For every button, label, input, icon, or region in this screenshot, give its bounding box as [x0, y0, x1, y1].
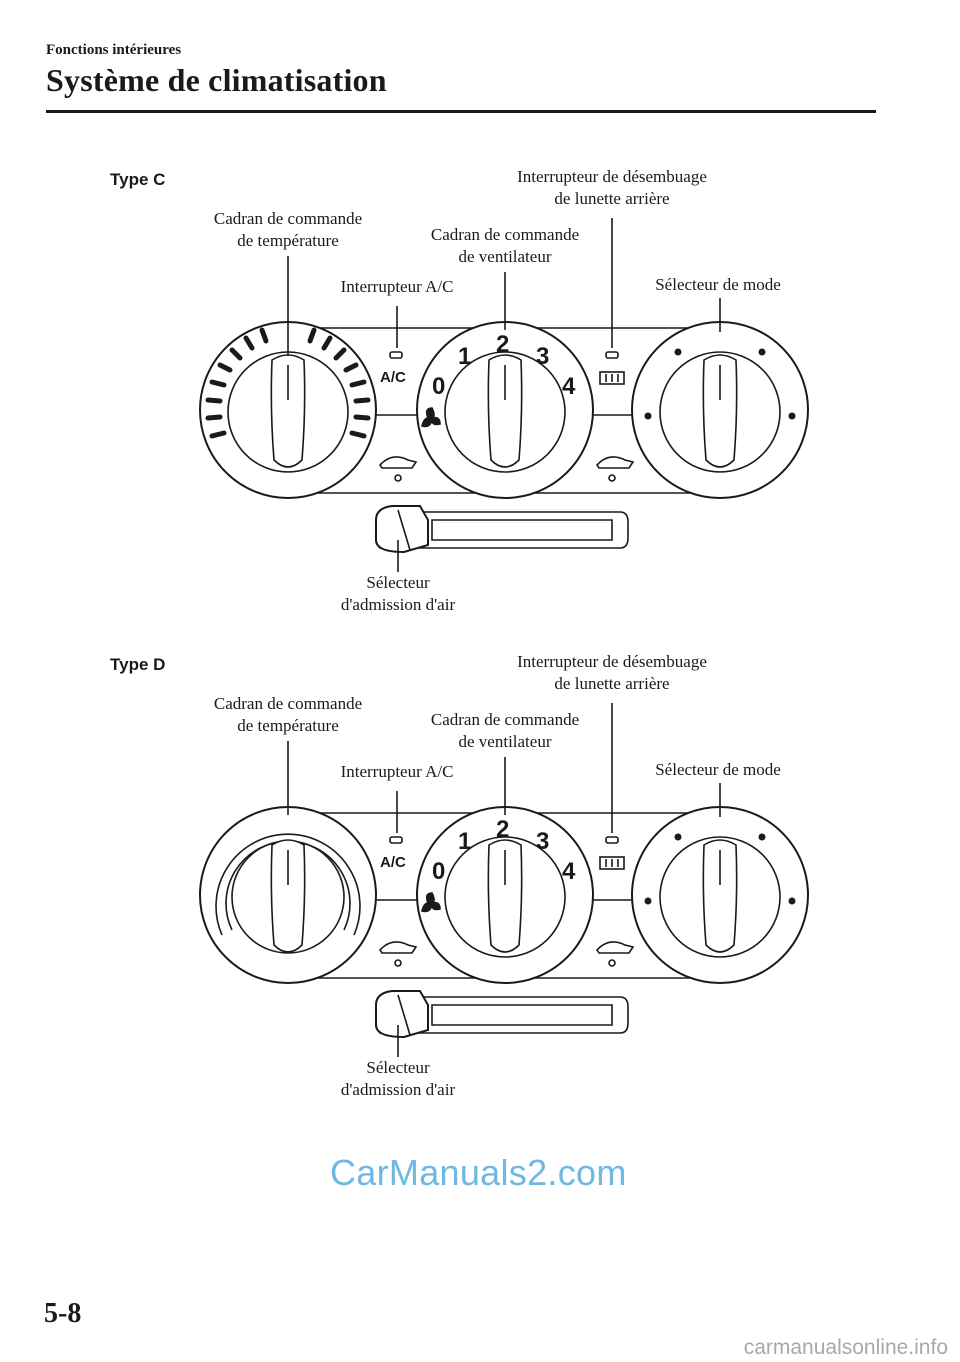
fan-speed-1: 1: [458, 343, 471, 370]
callout-rear-defog: Interrupteur de désembuage de lunette ar…: [517, 652, 707, 693]
climate-panel-type-c: A/C 0 1 2 3 4: [199, 218, 809, 572]
ac-text: A/C: [380, 369, 406, 386]
callout-mode-selector: Sélecteur de mode: [655, 760, 781, 779]
figure-type-c: A/C 0 1 2 3 4 Type C Cadran de commande …: [0, 160, 960, 640]
page-title: Système de climatisation: [46, 62, 387, 98]
page-number: 5-8: [44, 1298, 82, 1329]
watermark-carmanuals: CarManuals2.com: [330, 1152, 627, 1193]
title-rule: [46, 110, 876, 113]
type-label: Type D: [110, 655, 166, 674]
figure-type-d: A/C 0 1 2 3 4 Type D Cadran de commande …: [0, 645, 960, 1125]
fan-speed-0: 0: [432, 373, 445, 400]
fan-speed-2: 2: [496, 331, 509, 358]
fan-speed-2: 2: [496, 816, 509, 843]
fan-speed-0: 0: [432, 858, 445, 885]
fan-speed-1: 1: [458, 828, 471, 855]
fan-speed-4: 4: [562, 373, 576, 400]
callout-ac-switch: Interrupteur A/C: [340, 762, 454, 781]
callout-temp-dial: Cadran de commande de température: [213, 694, 363, 735]
fan-speed-4: 4: [562, 858, 576, 885]
callout-fan-dial: Cadran de commande de ventilateur: [430, 710, 580, 751]
climate-panel-type-d: A/C 0 1 2 3 4: [199, 703, 809, 1057]
ac-text: A/C: [380, 854, 406, 871]
fan-speed-3: 3: [536, 343, 549, 370]
watermark-bottom: carmanualsonline.info: [743, 1336, 948, 1359]
callout-temp-dial: Cadran de commande de température: [213, 209, 363, 250]
callout-air-intake: Sélecteur d'admission d'air: [340, 573, 456, 614]
callout-rear-defog: Interrupteur de désembuage de lunette ar…: [517, 167, 707, 208]
fan-speed-3: 3: [536, 828, 549, 855]
callout-mode-selector: Sélecteur de mode: [655, 275, 781, 294]
callout-fan-dial: Cadran de commande de ventilateur: [430, 225, 580, 266]
type-label: Type C: [110, 170, 166, 189]
callout-air-intake: Sélecteur d'admission d'air: [340, 1058, 456, 1099]
section-label: Fonctions intérieures: [46, 42, 182, 58]
callout-ac-switch: Interrupteur A/C: [340, 277, 454, 296]
